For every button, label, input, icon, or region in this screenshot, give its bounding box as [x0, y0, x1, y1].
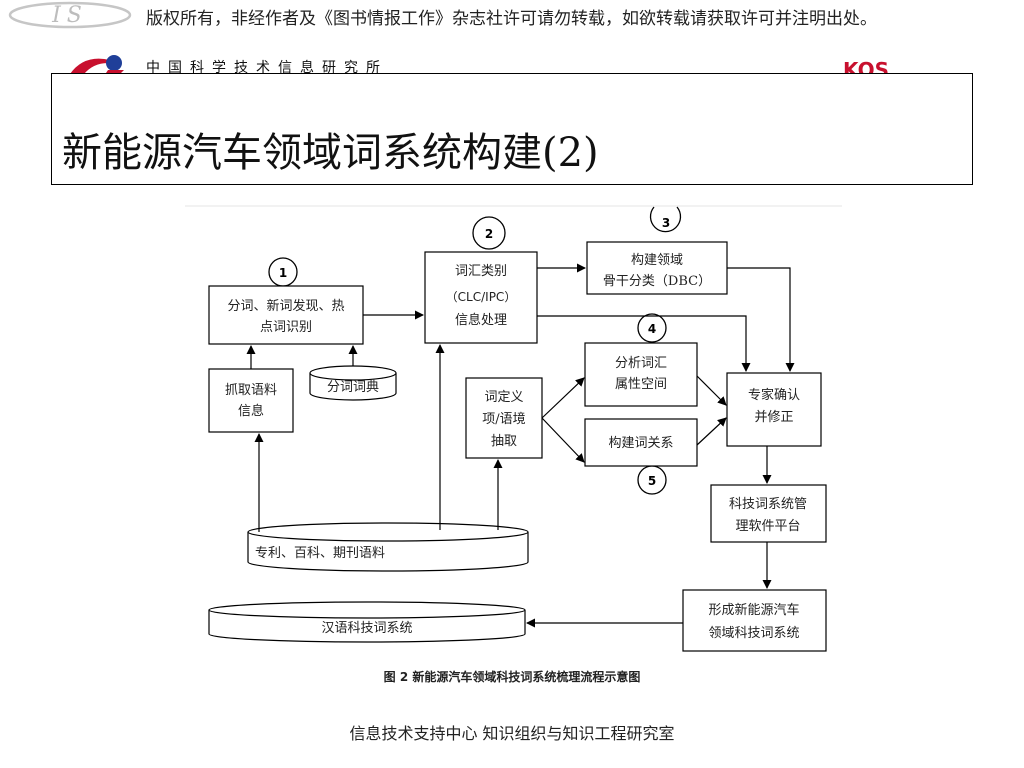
term-relation-box: 构建词关系: [584, 418, 698, 467]
svg-text:5: 5: [648, 474, 656, 488]
slide-title: 新能源汽车领域词系统构建(2): [62, 130, 599, 176]
step-number-1: 1: [268, 257, 298, 287]
svg-text:点词识别: 点词识别: [260, 320, 312, 335]
svg-text:汉语科技词系统: 汉语科技词系统: [321, 621, 412, 636]
svg-text:信息处理: 信息处理: [455, 312, 507, 328]
corpus-cylinder: 专利、百科、期刊语料: [247, 522, 529, 572]
management-platform-box: 科技词系统管 理软件平台: [710, 484, 827, 543]
svg-text:分词词典: 分词词典: [327, 380, 379, 395]
svg-text:构建词关系: 构建词关系: [608, 436, 673, 451]
definition-extraction-box: 词定义 项/语境 抽取: [465, 377, 543, 459]
svg-text:属性空间: 属性空间: [615, 377, 667, 392]
flow-arrows: [246, 263, 795, 628]
copyright-notice: 版权所有，非经作者及《图书情报工作》杂志社许可请勿转载，如欲转载请获取许可并注明…: [146, 9, 877, 29]
svg-text:4: 4: [648, 322, 656, 336]
svg-text:词汇类别: 词汇类别: [455, 264, 507, 279]
figure-caption: 图 2 新能源汽车领域科技词系统梳理流程示意图: [383, 670, 641, 684]
is-logo-text: IS: [51, 3, 88, 28]
svg-text:科技词系统管: 科技词系统管: [729, 497, 807, 512]
svg-text:专利、百科、期刊语料: 专利、百科、期刊语料: [255, 546, 385, 561]
svg-text:理软件平台: 理软件平台: [735, 519, 800, 534]
svg-text:分词、新词发现、热: 分词、新词发现、热: [227, 298, 344, 314]
svg-text:抽取: 抽取: [491, 434, 517, 449]
svg-text:词定义: 词定义: [484, 390, 523, 405]
step-number-2: 2: [472, 216, 506, 250]
svg-text:领域科技词系统: 领域科技词系统: [708, 626, 799, 641]
chinese-term-system-cylinder: 汉语科技词系统: [208, 601, 526, 643]
step-number-4: 4: [637, 313, 667, 343]
segmentation-box: 分词、新词发现、热 点词识别: [208, 285, 364, 345]
svg-text:信息: 信息: [238, 403, 264, 419]
svg-text:并修正: 并修正: [754, 410, 793, 425]
step-number-3: 3: [649, 206, 682, 233]
svg-text:抓取语料: 抓取语料: [225, 383, 277, 398]
attribute-space-box: 分析词汇 属性空间: [584, 342, 698, 407]
is-logo: IS: [8, 1, 132, 29]
title-box: 新能源汽车领域词系统构建(2): [51, 73, 973, 185]
svg-text:1: 1: [279, 266, 287, 280]
output-system-box: 形成新能源汽车 领域科技词系统: [682, 589, 827, 652]
expert-review-box: 专家确认 并修正: [726, 372, 822, 447]
svg-text:2: 2: [485, 227, 493, 241]
svg-text:（CLC/IPC）: （CLC/IPC）: [446, 290, 517, 304]
svg-text:项/语境: 项/语境: [482, 412, 525, 427]
domain-backbone-box: 构建领域 骨干分类（DBC）: [586, 241, 728, 295]
step-number-5: 5: [637, 465, 667, 495]
segmentation-dictionary: 分词词典: [309, 365, 397, 401]
svg-text:骨干分类（DBC）: 骨干分类（DBC）: [603, 274, 711, 289]
svg-text:3: 3: [662, 216, 670, 230]
svg-text:分析词汇: 分析词汇: [615, 356, 667, 371]
svg-text:专家确认: 专家确认: [748, 387, 800, 403]
svg-text:构建领域: 构建领域: [631, 253, 683, 268]
organization-name: 中国科学技术信息研究所: [146, 60, 388, 76]
footer-text: 信息技术支持中心 知识组织与知识工程研究室: [349, 724, 675, 743]
category-processing-box: 词汇类别 （CLC/IPC） 信息处理: [424, 251, 538, 344]
svg-text:形成新能源汽车: 形成新能源汽车: [708, 602, 799, 618]
crawl-corpus-box: 抓取语料 信息: [208, 368, 294, 433]
